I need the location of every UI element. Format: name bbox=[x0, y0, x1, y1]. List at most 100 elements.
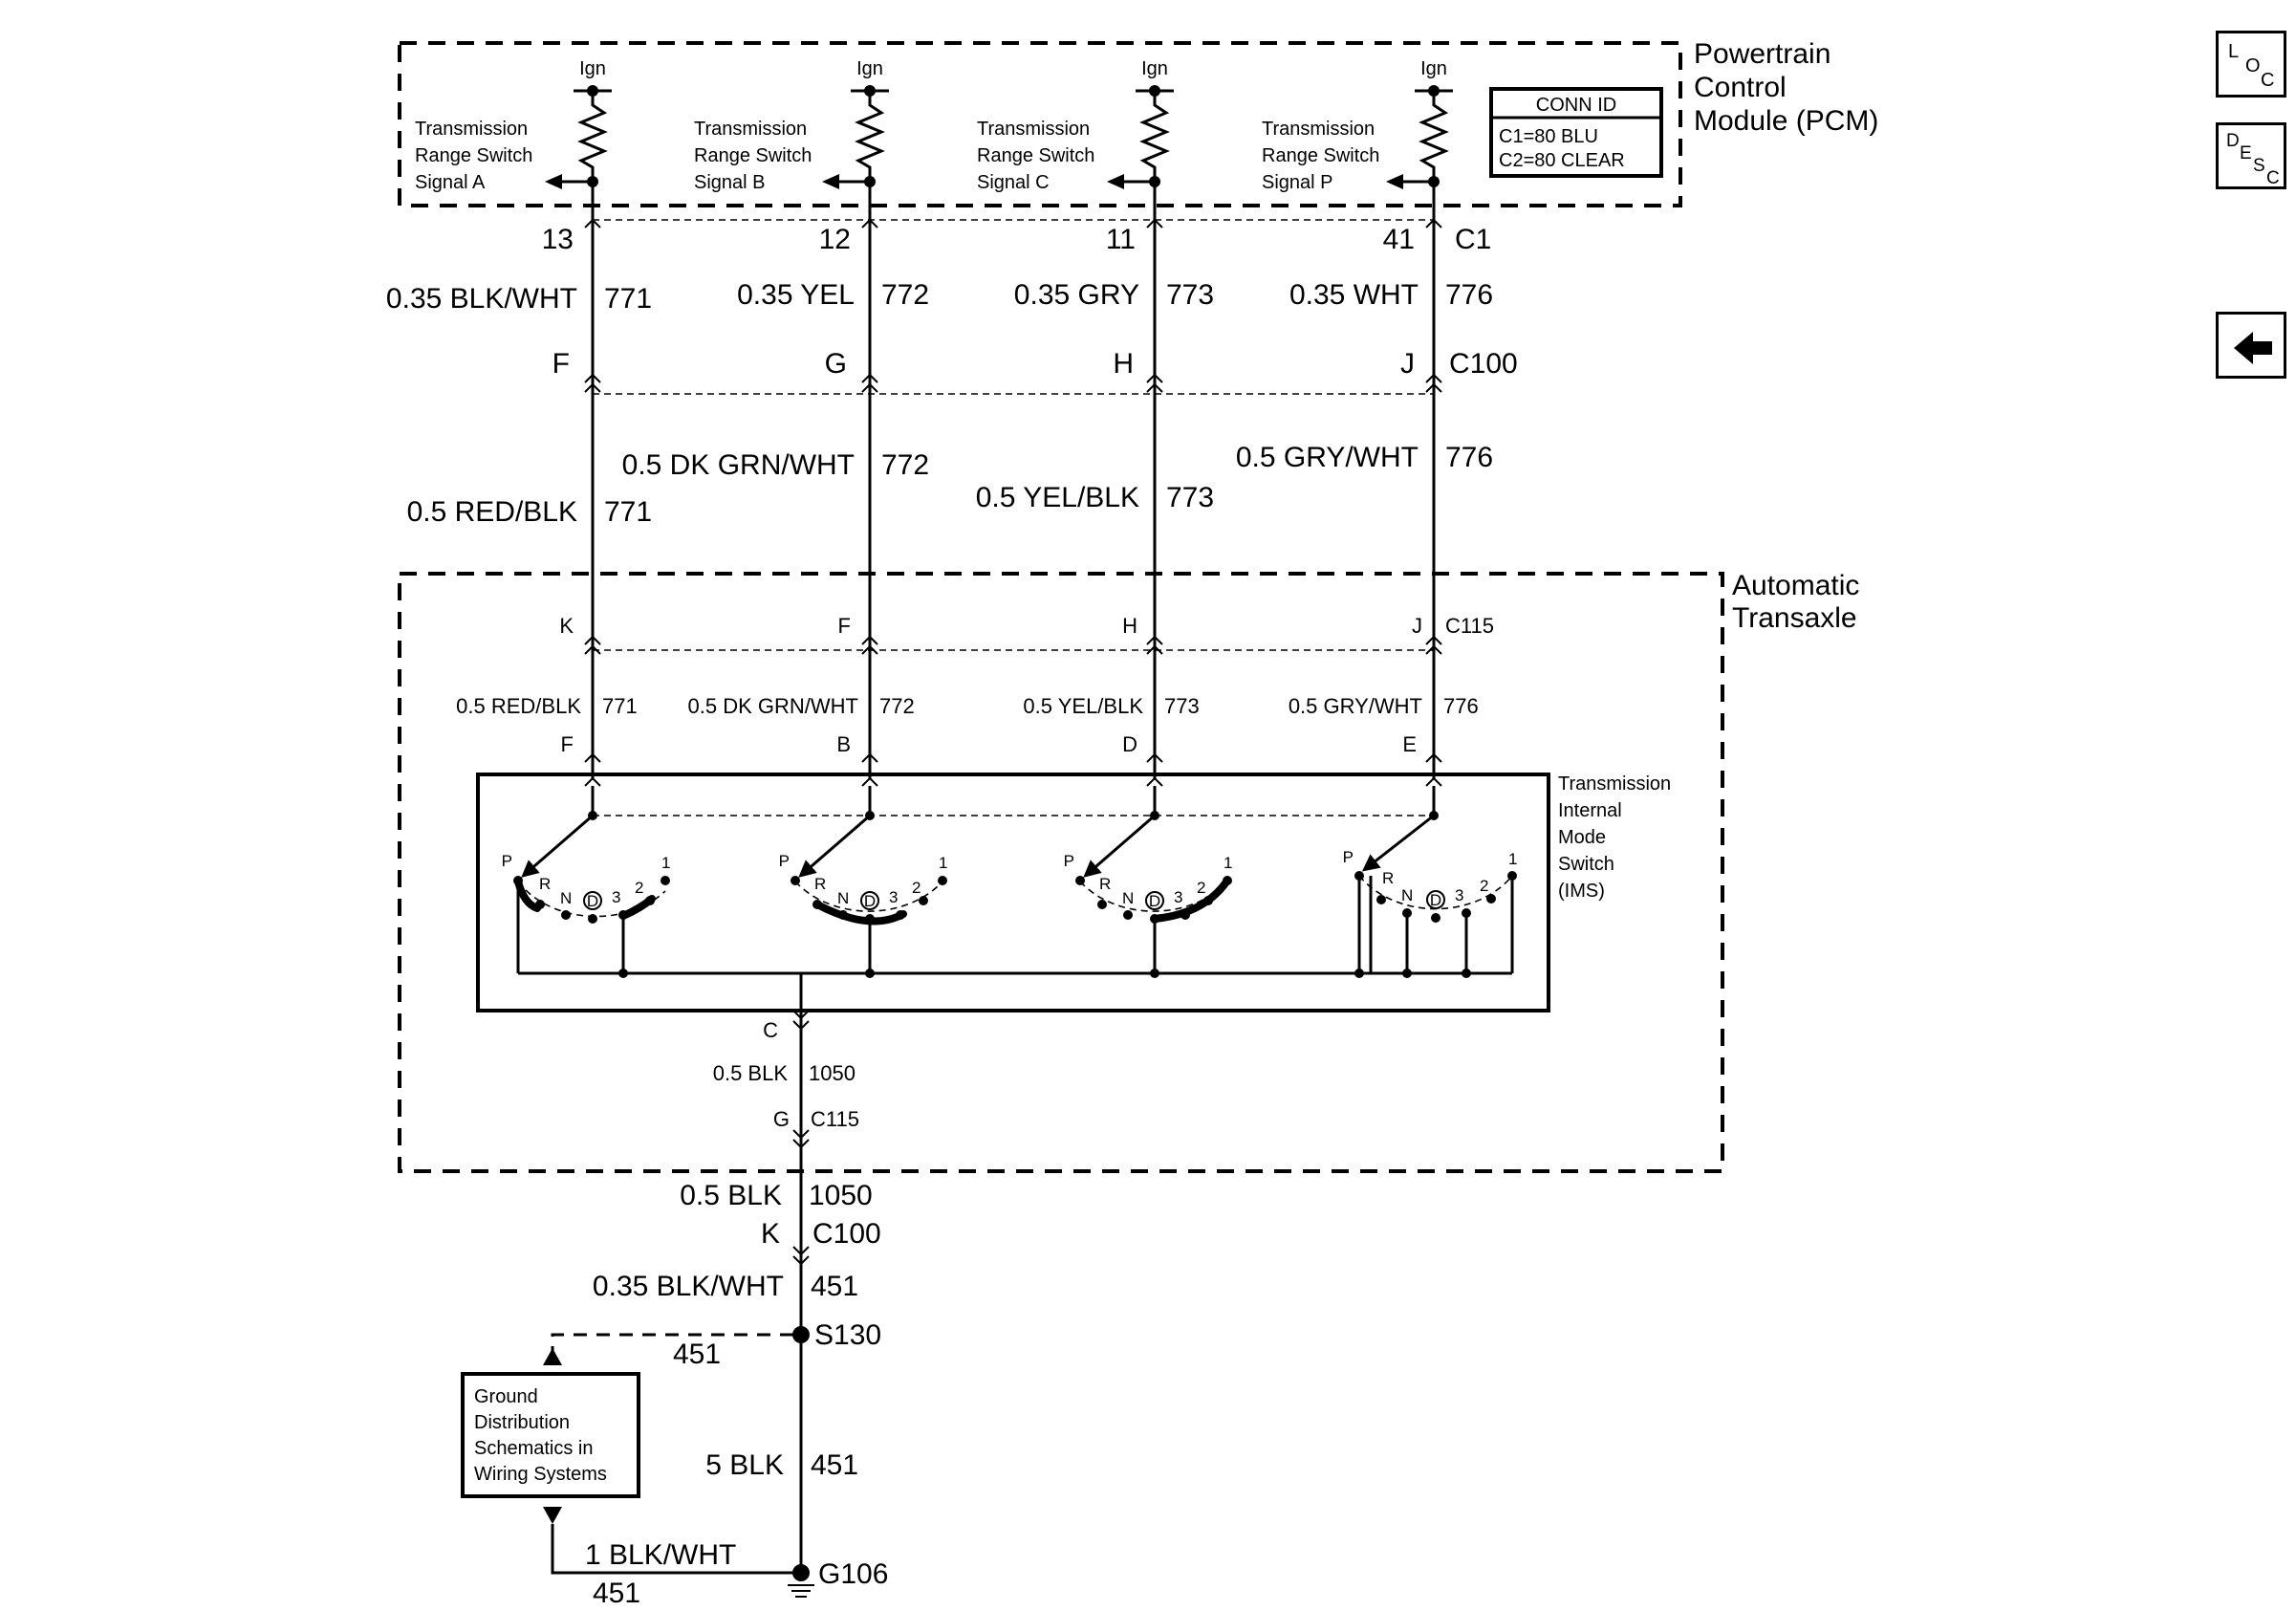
wire-772-circuit-middle: 772 bbox=[881, 449, 929, 481]
ims-title-line-5: (IMS) bbox=[1558, 881, 1605, 902]
loc-letter-l: L bbox=[2228, 41, 2239, 62]
wire-772-color-middle: 0.5 DK GRN/WHT bbox=[622, 449, 855, 481]
desc-button[interactable]: D E S C bbox=[2216, 122, 2286, 189]
c115-label: C115 bbox=[1445, 614, 1494, 638]
inner-wire-labels: 0.5 RED/BLK 771 0.5 DK GRN/WHT 772 0.5 Y… bbox=[456, 694, 1479, 718]
pos-2-b: 2 bbox=[912, 879, 921, 897]
main-wires bbox=[591, 191, 1436, 779]
ign-label-p: Ign bbox=[1420, 58, 1447, 79]
signal-c-line-3: Signal C bbox=[977, 172, 1050, 193]
pos-n-a: N bbox=[560, 889, 572, 907]
ims-contact-p: P R N D 3 2 1 bbox=[1343, 811, 1517, 978]
pos-p-a: P bbox=[502, 852, 512, 870]
pcm-title-line-3: Module (PCM) bbox=[1694, 105, 1878, 137]
wire-451-circuit-main: 451 bbox=[811, 1449, 858, 1481]
ground-icon bbox=[788, 1584, 814, 1598]
pos-p-b: P bbox=[779, 852, 790, 870]
wire-772-color-inner: 0.5 DK GRN/WHT bbox=[688, 694, 858, 718]
wire-1050-circuit-outer: 1050 bbox=[809, 1180, 873, 1211]
wire-771-circuit-upper: 771 bbox=[604, 283, 652, 315]
splice-s130-label: S130 bbox=[814, 1319, 881, 1351]
pos-n-c: N bbox=[1122, 889, 1134, 907]
wire-451-color-upper: 0.35 BLK/WHT bbox=[593, 1271, 784, 1302]
signal-b-line-3: Signal B bbox=[694, 172, 766, 193]
desc-letter-s: S bbox=[2253, 156, 2265, 176]
pcm-pin-13: 13 bbox=[542, 224, 574, 255]
wire-776-color-middle: 0.5 GRY/WHT bbox=[1236, 442, 1419, 473]
ims-pins: F B D E bbox=[561, 732, 1442, 787]
ims-pin-f: F bbox=[561, 732, 574, 756]
wire-771-color-inner: 0.5 RED/BLK bbox=[456, 694, 581, 718]
desc-letter-d: D bbox=[2226, 131, 2240, 151]
wire-776-color-inner: 0.5 GRY/WHT bbox=[1289, 694, 1422, 718]
signal-p-line-2: Range Switch bbox=[1262, 145, 1379, 166]
wire-773-circuit-inner: 773 bbox=[1164, 694, 1200, 718]
wire-1050-color-inner: 0.5 BLK bbox=[713, 1061, 789, 1085]
wire-776-color-upper: 0.35 WHT bbox=[1289, 279, 1419, 311]
ref-box-line-4: Wiring Systems bbox=[474, 1464, 607, 1485]
wire-451-circuit-bottom: 451 bbox=[593, 1578, 640, 1609]
wire-773-circuit-middle: 773 bbox=[1166, 482, 1214, 513]
pcm-pin-12: 12 bbox=[819, 224, 851, 255]
pcm-pin-11: 11 bbox=[1106, 224, 1136, 255]
wire-776-circuit-inner: 776 bbox=[1443, 694, 1479, 718]
pos-d-p: D bbox=[1430, 891, 1441, 909]
pos-n-b: N bbox=[837, 889, 849, 907]
c115-pin-f: F bbox=[838, 614, 851, 638]
signal-b-line-2: Range Switch bbox=[694, 145, 812, 166]
ims-contact-a: P R N D 3 2 1 bbox=[502, 811, 670, 978]
ign-resistor-b: Ign Transmission Range Switch Signal B bbox=[694, 58, 889, 193]
c115-pin-g: G bbox=[773, 1107, 790, 1131]
signal-a-line-1: Transmission bbox=[415, 119, 528, 140]
pos-d-c: D bbox=[1149, 892, 1160, 910]
pos-1-p: 1 bbox=[1508, 850, 1517, 868]
c115-pin-j: J bbox=[1412, 614, 1422, 638]
wire-772-color-upper: 0.35 YEL bbox=[737, 279, 855, 311]
wire-772-circuit-upper: 772 bbox=[881, 279, 929, 311]
loc-letter-o: O bbox=[2245, 55, 2261, 76]
pos-2-c: 2 bbox=[1197, 879, 1205, 897]
wire-773-color-inner: 0.5 YEL/BLK bbox=[1023, 694, 1143, 718]
left-arrow-icon bbox=[2234, 332, 2272, 364]
wire-773-color-middle: 0.5 YEL/BLK bbox=[976, 482, 1139, 513]
ign-resistor-a: Ign Transmission Range Switch Signal A bbox=[415, 58, 612, 193]
wire-771-circuit-middle: 771 bbox=[604, 496, 652, 528]
signal-b-line-1: Transmission bbox=[694, 119, 807, 140]
pos-r-p: R bbox=[1382, 869, 1394, 887]
pos-r-b: R bbox=[814, 875, 826, 893]
pos-p-c: P bbox=[1064, 852, 1074, 870]
ref-box-line-2: Distribution bbox=[474, 1412, 570, 1433]
middle-wire-labels: 0.5 RED/BLK 771 0.5 DK GRN/WHT 772 0.5 Y… bbox=[407, 442, 1493, 528]
ims-pin-e: E bbox=[1402, 732, 1417, 756]
upper-wire-labels: 0.35 BLK/WHT 771 0.35 YEL 772 0.35 GRY 7… bbox=[386, 279, 1493, 315]
pos-n-p: N bbox=[1401, 886, 1413, 904]
transaxle-title-line-1: Automatic bbox=[1732, 570, 1859, 601]
wire-773-color-upper: 0.35 GRY bbox=[1014, 279, 1139, 311]
ground-circuit: C 0.5 BLK 1050 G C115 0.5 BLK 1050 K C10… bbox=[461, 1013, 888, 1609]
ground-distribution-reference[interactable]: Ground Distribution Schematics in Wiring… bbox=[461, 1372, 640, 1498]
wire-771-color-middle: 0.5 RED/BLK bbox=[407, 496, 577, 528]
ims-ground-pin-c: C bbox=[763, 1018, 778, 1042]
c100-label: C100 bbox=[1449, 348, 1518, 380]
ref-box-line-3: Schematics in bbox=[474, 1438, 594, 1459]
ims-pin-d: D bbox=[1122, 732, 1137, 756]
c1-connector: 13 12 11 41 C1 bbox=[542, 218, 1491, 255]
back-button[interactable] bbox=[2216, 312, 2286, 379]
pcm-connector-c1: C1 bbox=[1455, 224, 1491, 255]
ims-title-line-1: Transmission bbox=[1558, 773, 1671, 795]
pos-d-b: D bbox=[864, 892, 876, 910]
wire-776-circuit-middle: 776 bbox=[1445, 442, 1493, 473]
loc-button[interactable]: L O C bbox=[2216, 31, 2286, 98]
transaxle-box: Automatic Transaxle bbox=[398, 570, 1859, 1173]
c100-pin-k: K bbox=[761, 1218, 780, 1250]
pcm-pin-41: 41 bbox=[1383, 224, 1415, 255]
splice-s130-dot bbox=[792, 1326, 810, 1343]
ims-title-line-4: Switch bbox=[1558, 854, 1614, 875]
ign-resistor-p: Ign Transmission Range Switch Signal P bbox=[1262, 58, 1453, 193]
c115-pin-h: H bbox=[1122, 614, 1137, 638]
pos-3-p: 3 bbox=[1455, 886, 1463, 904]
signal-p-line-3: Signal P bbox=[1262, 172, 1333, 193]
c100-ground-label: C100 bbox=[812, 1218, 881, 1250]
wire-773-circuit-upper: 773 bbox=[1166, 279, 1214, 311]
wire-451-branch-circuit: 451 bbox=[673, 1339, 721, 1370]
